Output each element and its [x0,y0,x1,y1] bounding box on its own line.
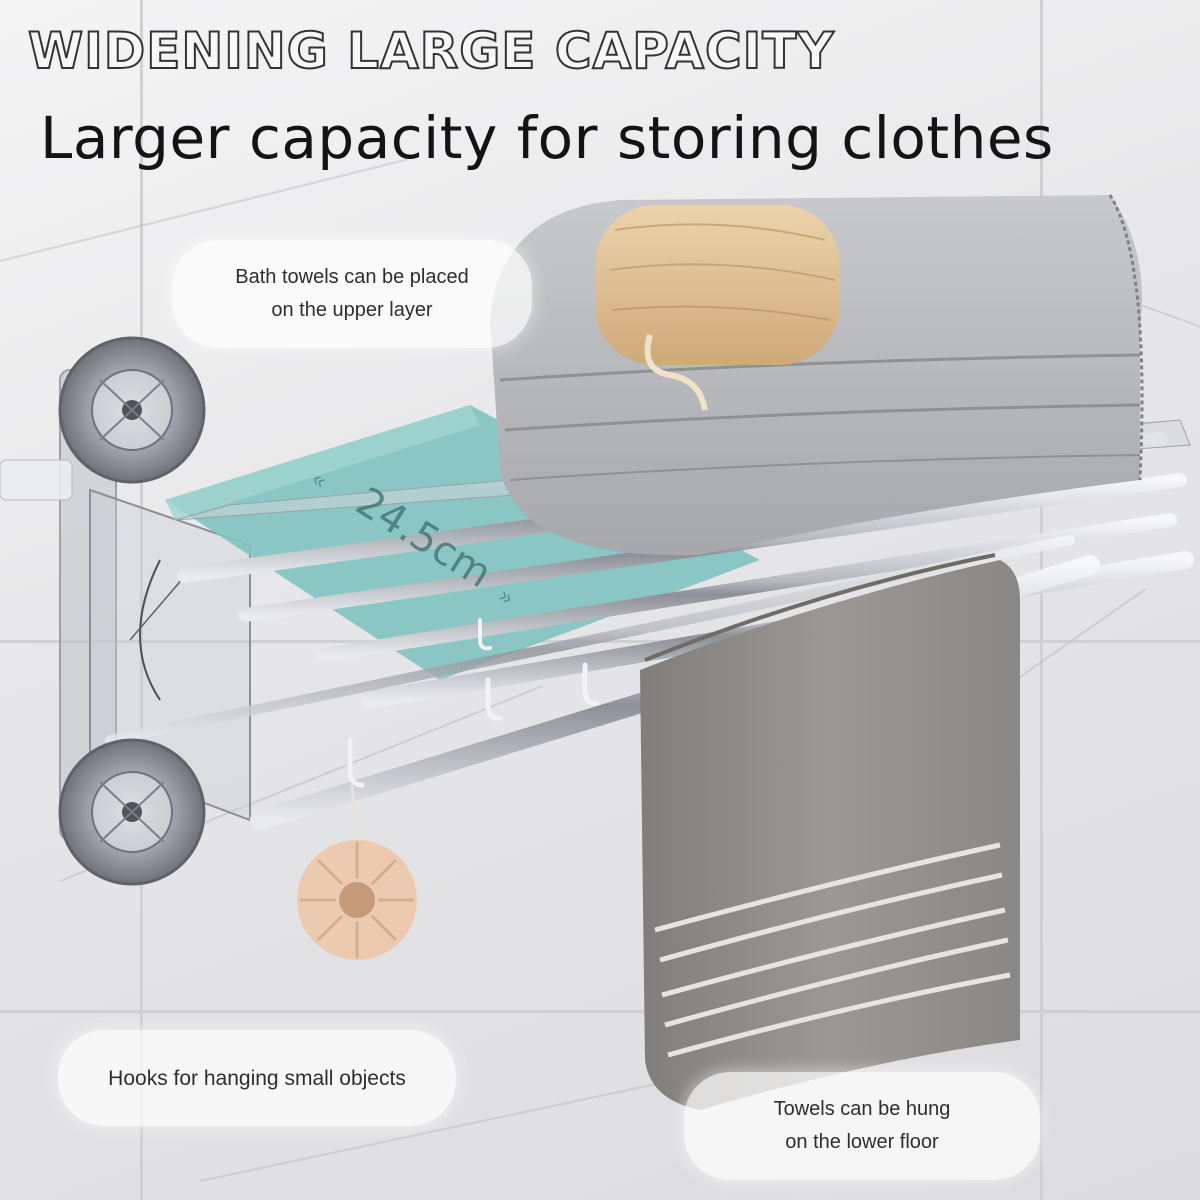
hook-icon [347,618,600,788]
suction-cup-icon [58,738,206,886]
tile-grout [0,1010,1200,1013]
callout-line: Bath towels can be placed [235,266,469,288]
tile-grout [1040,0,1043,1200]
suction-cup-icon [58,336,206,484]
callout-upper-layer: Bath towels can be placed on the upper l… [172,240,532,348]
sponge [595,205,840,411]
callout-hooks: Hooks for hanging small objects [58,1030,456,1126]
callout-line: on the upper layer [271,299,433,321]
round-scrubber [297,784,417,960]
wall-mount-plate [0,369,117,841]
hanging-towel [640,553,1020,1110]
tile-grout [140,0,143,1200]
callout-line: Hooks for hanging small objects [108,1066,406,1090]
callout-line: on the lower floor [785,1131,939,1153]
headline-outline: WIDENING LARGE CAPACITY [27,21,835,81]
callout-lower-floor: Towels can be hung on the lower floor [684,1072,1040,1180]
headline-main: Larger capacity for storing clothes [40,104,1054,172]
callout-line: Towels can be hung [773,1098,951,1120]
